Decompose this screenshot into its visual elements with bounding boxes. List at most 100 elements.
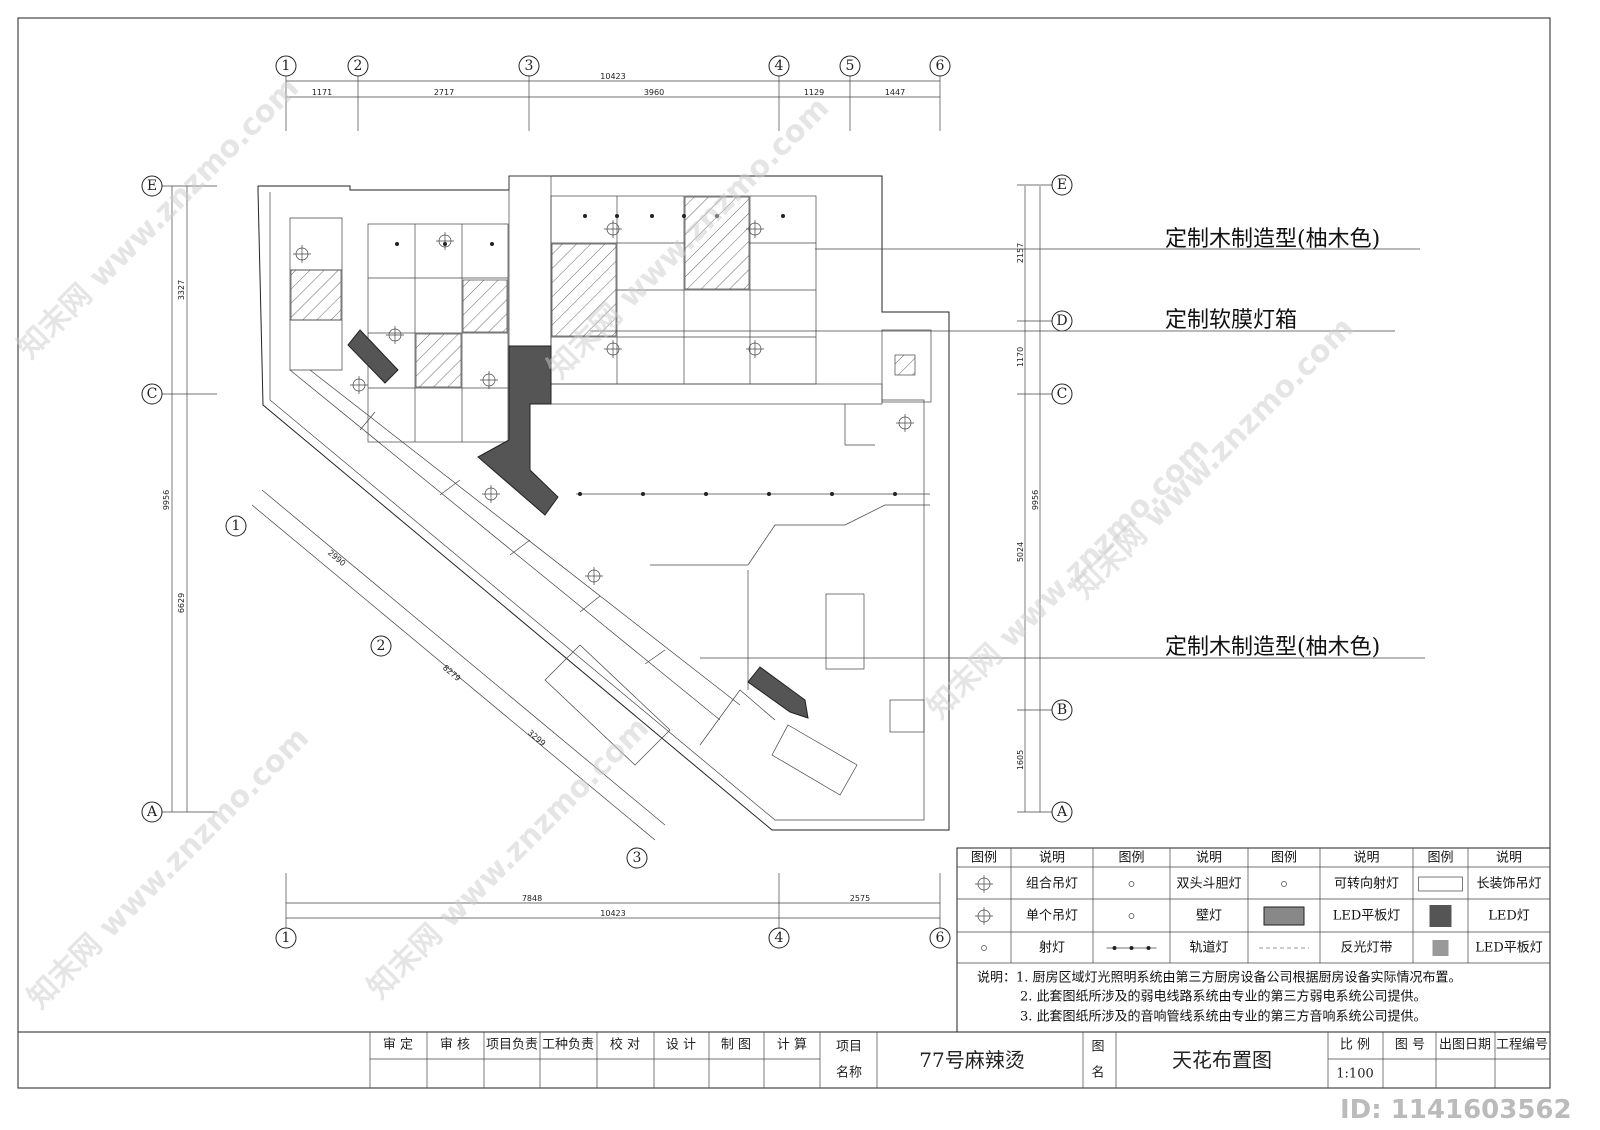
spotlight-icon [981,945,987,951]
dim-label: 2717 [434,88,454,97]
signoff-role-label: 设 计 [666,1038,696,1053]
spotlight-icon [650,214,654,218]
spotlight-icon [583,214,587,218]
legend-header: 图例 [971,851,997,866]
legend-table: 图例说明图例说明图例说明图例说明组合吊灯双头斗胆灯可转向射灯长装饰吊灯单个吊灯壁… [956,847,1551,1033]
grid-axis-bubble: 6 [929,873,951,949]
grid-axis-bubble: A [141,801,217,823]
dim-label: 10423 [600,72,625,81]
legend-label: LED灯 [1488,909,1530,924]
spotlight-icon [443,242,447,246]
project-label: 名称 [836,1065,862,1081]
scale-value: 1:100 [1336,1067,1373,1082]
grid-axis-bubble: 1 [275,55,297,131]
grid-axis-bubble: 3 [518,55,540,131]
callouts: 定制木制造型(柚木色) 定制软膜灯箱 定制木制造型(柚木色) [590,227,1425,660]
meta-header: 比 例 [1340,1038,1370,1053]
axis-label: E [147,178,157,194]
project-name: 77号麻辣烫 [919,1048,1024,1072]
long-pendant-icon [1418,876,1463,892]
pendant-light-icon [746,340,764,358]
watermark-id: ID: 1141603562 [1340,1095,1572,1125]
watermark-text: 知末网 www.znzmo.com [361,711,656,1006]
pendant-light-icon [436,232,454,250]
dim-label: 2157 [1016,243,1025,263]
dim-label: 9956 [1031,490,1040,510]
axis-label: 1 [282,930,291,946]
spotlight-icon [781,214,785,218]
axis-label: A [1056,804,1068,820]
pendant-light-icon [585,567,603,585]
meta-header: 出图日期 [1439,1038,1491,1053]
grid-axis-bubble: C [141,383,217,405]
led-lamp-icon [1429,905,1452,927]
watermark-text: 知末网 www.znzmo.com [21,721,316,1016]
meta-header: 图 号 [1395,1038,1425,1053]
signoff-role-label: 项目负责 [486,1038,538,1053]
spotlight-icon [615,214,619,218]
axis-label: 2 [377,638,386,654]
axis-label: A [146,804,158,820]
pendant-light-icon [293,245,311,263]
axis-label: 4 [775,58,784,74]
track-light-icon [830,492,834,496]
pendant-light-icon [480,371,498,389]
legend-label: 壁灯 [1196,909,1222,924]
grid-axis-bubble: 2 [370,635,392,657]
pendant-light-icon [350,376,368,394]
grid-axis-bubble: C [1017,383,1073,405]
led-panel-small-icon [1432,940,1449,956]
legend-note: 2. 此套图纸所涉及的弱电线路系统由专业的第三方弱电系统公司提供。 [1020,989,1427,1005]
legend-label: 长装饰吊灯 [1476,877,1541,892]
dim-label: 3327 [177,280,186,300]
track-light-icon [767,492,771,496]
grid-axis-bubble: 6 [929,55,951,131]
legend-header: 说明 [1353,851,1379,866]
legend-label: 单个吊灯 [1026,909,1078,924]
dim-label: 5024 [1016,542,1025,562]
led-panel-icon [1263,906,1305,926]
pendant-light-icon [604,340,622,358]
legend-header: 图例 [1118,851,1144,866]
axis-label: 4 [775,930,784,946]
spotlight-icon [715,214,719,218]
legend-label: 轨道灯 [1189,941,1228,956]
dim-label: 3960 [644,88,664,97]
drawing-frame [17,17,1551,1089]
single-pendant-icon [975,907,993,925]
watermark-text: 知末网 www.znzmo.com [11,71,306,366]
grid-axis-bubble: 4 [768,873,790,949]
axis-label: C [147,386,158,402]
pendant-light-icon [386,326,404,344]
axis-label: 2 [354,58,363,74]
axis-label: B [1057,702,1067,718]
legend-label: 反光灯带 [1340,941,1392,956]
dim-label: 1171 [312,88,332,97]
axis-label: 5 [846,58,855,74]
dim-label: 2990 [326,548,347,568]
drawing-label: 图 [1091,1040,1104,1055]
legend-label: 组合吊灯 [1026,877,1078,892]
grid-axis-bubble: A [1017,801,1073,823]
grid-axis-bubble: 3 [626,847,648,869]
legend-label: 双头斗胆灯 [1176,877,1241,892]
grid-axis-bubble: E [141,175,217,197]
spotlight-icon [395,242,399,246]
meta-header: 工程编号 [1496,1038,1548,1053]
adjustable-spotlight-icon [1281,881,1287,887]
pendant-light-icon [746,220,764,238]
pendant-light-icon [896,414,914,432]
legend-header: 说明 [1196,851,1222,866]
grid-axis-bubble: B [1017,699,1073,721]
signoff-role-label: 计 算 [777,1038,807,1053]
grid-axis-bubble: E [1017,174,1073,196]
axis-label: D [1056,313,1067,329]
legend-header: 说明 [1039,851,1065,866]
dim-label: 1447 [885,88,905,97]
axis-label: 1 [282,58,291,74]
project-label: 项目 [836,1040,862,1055]
axis-label: 3 [633,850,642,866]
diagonal-grid-axes: 2990 8279 3299 123 [225,489,666,869]
